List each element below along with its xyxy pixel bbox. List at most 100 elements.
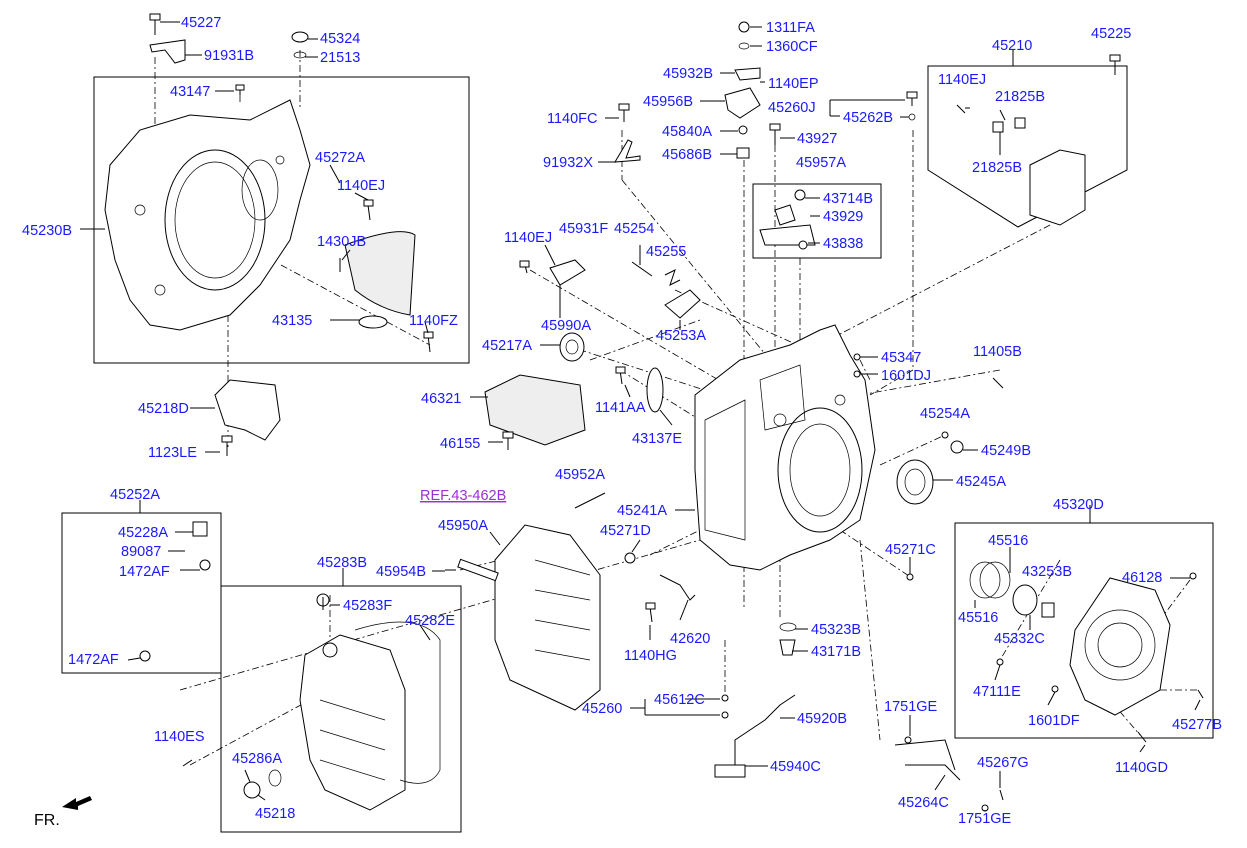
cooler-pipes [894, 739, 961, 781]
part-label[interactable]: 45218D [138, 401, 189, 417]
part-label[interactable]: 1601DJ [881, 368, 931, 384]
part-label[interactable]: 45940C [770, 759, 821, 775]
part-label[interactable]: 1140EP [768, 76, 819, 92]
part-label[interactable]: 45286A [232, 751, 282, 767]
part-label[interactable]: 45267G [977, 755, 1029, 771]
part-label[interactable]: 45332C [994, 631, 1045, 647]
part-label[interactable]: 45932B [663, 66, 713, 82]
part-label[interactable]: 45225 [1091, 26, 1131, 42]
part-label[interactable]: 91932X [543, 155, 593, 171]
part-label[interactable]: 89087 [121, 544, 161, 560]
part-label[interactable]: 45686B [662, 147, 712, 163]
part-label[interactable]: 43137E [632, 431, 682, 447]
part-label[interactable]: 43135 [272, 313, 312, 329]
o-ring-2 [979, 561, 1011, 599]
part-label[interactable]: 1140FC [547, 111, 598, 127]
part-label[interactable]: 45954B [376, 564, 426, 580]
part-label[interactable]: 43927 [797, 131, 837, 147]
part-label[interactable]: 45956B [643, 94, 693, 110]
part-label[interactable]: 45245A [956, 474, 1006, 490]
part-label[interactable]: 45920B [797, 711, 847, 727]
part-label[interactable]: 45260J [768, 100, 816, 116]
part-label[interactable]: 43171B [811, 644, 861, 660]
part-label[interactable]: 45516 [988, 533, 1028, 549]
part-label[interactable]: 43714B [823, 191, 873, 207]
leader-lines [80, 21, 1201, 811]
part-label[interactable]: 45347 [881, 350, 921, 366]
part-label[interactable]: 45241A [617, 503, 667, 519]
part-label[interactable]: 1140EJ [337, 178, 385, 194]
part-label[interactable]: 45262B [843, 110, 893, 126]
part-label[interactable]: 1430JB [317, 234, 366, 250]
part-label[interactable]: 45254 [614, 221, 654, 237]
part-label[interactable]: 1472AF [68, 652, 119, 668]
part-label[interactable]: 21825B [995, 89, 1045, 105]
part-label[interactable]: 43838 [823, 236, 863, 252]
part-label[interactable]: 45952A [555, 467, 605, 483]
part-label[interactable]: 45255 [646, 244, 686, 260]
part-label[interactable]: 1123LE [148, 445, 197, 461]
part-label[interactable]: 1140HG [624, 648, 677, 664]
part-label[interactable]: 43929 [823, 209, 863, 225]
part-label[interactable]: 1472AF [119, 564, 170, 580]
part-label[interactable]: 45260 [582, 701, 622, 717]
engine-mount [1029, 149, 1086, 226]
part-label[interactable]: 91931B [204, 48, 254, 64]
part-label[interactable]: 45931F [559, 221, 608, 237]
part-label[interactable]: 43253B [1022, 564, 1072, 580]
part-label[interactable]: 45218 [255, 806, 295, 822]
bushing [1041, 602, 1055, 618]
ref-label[interactable]: REF.43-462B [420, 488, 506, 504]
part-label[interactable]: 45272A [315, 150, 365, 166]
part-label[interactable]: 43147 [170, 84, 210, 100]
part-label[interactable]: 1751GE [884, 699, 938, 715]
part-label[interactable]: 1140FZ [409, 313, 458, 329]
part-label[interactable]: 21825B [972, 160, 1022, 176]
part-label[interactable]: 11405B [973, 344, 1022, 360]
part-label[interactable]: 1751GE [958, 811, 1012, 827]
part-label[interactable]: 45271D [600, 523, 651, 539]
part-label[interactable]: 45320D [1053, 497, 1104, 513]
speed-sensor-wire [734, 694, 796, 770]
part-label[interactable]: 45228A [118, 525, 168, 541]
oil-seal-b [896, 459, 934, 505]
o-ring-1 [969, 561, 1001, 599]
part-label[interactable]: 45283F [343, 598, 392, 614]
part-label[interactable]: 1360CF [766, 39, 818, 55]
part-label[interactable]: 1601DF [1028, 713, 1080, 729]
part-label[interactable]: 45271C [885, 542, 936, 558]
converter-housing [104, 99, 311, 331]
part-label[interactable]: 1311FA [766, 20, 815, 36]
part-label[interactable]: 45252A [110, 487, 160, 503]
part-label[interactable]: 45516 [958, 610, 998, 626]
part-label[interactable]: 21513 [320, 50, 360, 66]
part-label[interactable]: 45217A [482, 338, 532, 354]
part-label[interactable]: 45210 [992, 38, 1032, 54]
part-label[interactable]: 45230B [22, 223, 72, 239]
part-label[interactable]: 1141AA [595, 400, 646, 416]
part-label[interactable]: 47111E [973, 684, 1021, 700]
part-label[interactable]: 45990A [541, 318, 591, 334]
part-label[interactable]: 1140EJ [938, 72, 986, 88]
part-label[interactable]: 46321 [421, 391, 461, 407]
part-label[interactable]: 45950A [438, 518, 488, 534]
part-label[interactable]: 1140ES [154, 729, 205, 745]
part-label[interactable]: 45249B [981, 443, 1031, 459]
part-label[interactable]: 45957A [796, 155, 846, 171]
part-label[interactable]: 1140GD [1115, 760, 1168, 776]
part-label[interactable]: 45324 [320, 31, 360, 47]
part-label[interactable]: 45253A [656, 328, 706, 344]
part-label[interactable]: 46155 [440, 436, 480, 452]
part-label[interactable]: 45840A [662, 124, 712, 140]
part-label[interactable]: 42620 [670, 631, 710, 647]
part-label[interactable]: 45612C [654, 692, 705, 708]
part-label[interactable]: 46128 [1122, 570, 1162, 586]
part-label[interactable]: 45227 [181, 15, 221, 31]
part-label[interactable]: 45264C [898, 795, 949, 811]
part-label[interactable]: 45277B [1172, 717, 1222, 733]
part-label[interactable]: 45323B [811, 622, 861, 638]
part-label[interactable]: 45283B [317, 555, 367, 571]
part-label[interactable]: 45254A [920, 406, 970, 422]
part-label[interactable]: 1140EJ [504, 230, 552, 246]
part-label[interactable]: 45282E [405, 613, 455, 629]
